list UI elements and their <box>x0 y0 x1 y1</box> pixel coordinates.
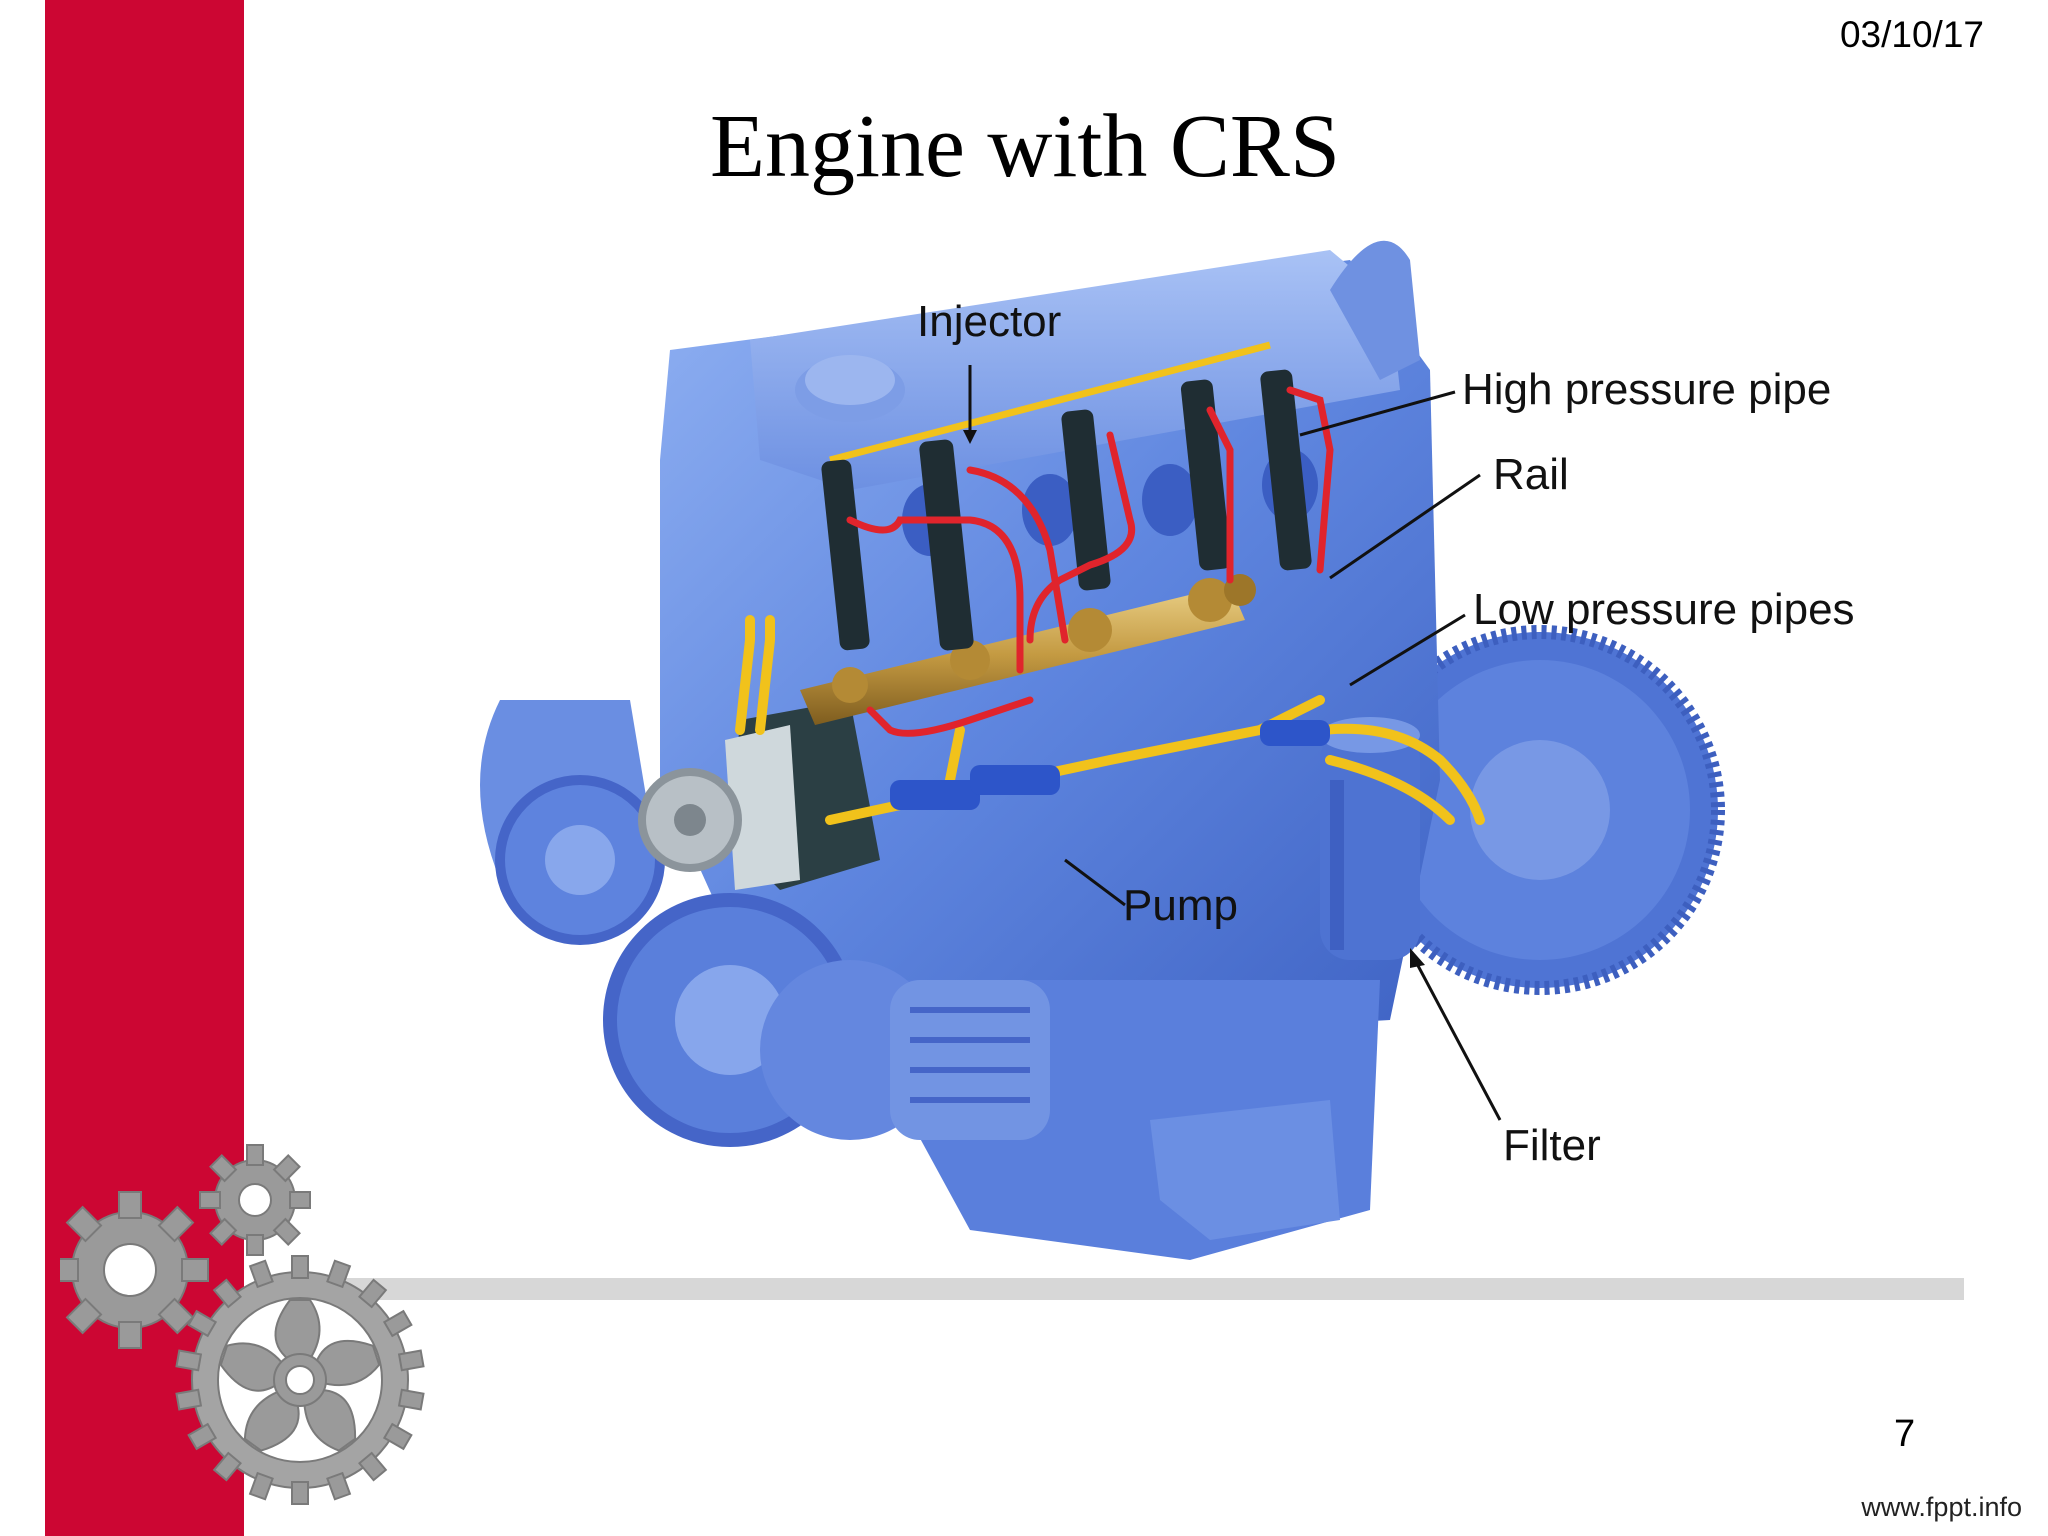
front-pulleys <box>480 700 1050 1147</box>
injectors-graphic <box>821 369 1312 651</box>
injector-return-line <box>829 341 1271 464</box>
horizontal-rule <box>330 1278 1964 1300</box>
label-injector: Injector <box>917 297 1062 346</box>
high-pressure-pump <box>638 700 880 890</box>
label-rail: Rail <box>1493 450 1569 499</box>
label-filter: Filter <box>1503 1121 1601 1170</box>
slide-date: 03/10/17 <box>1839 14 1984 55</box>
flywheel <box>1355 625 1725 995</box>
engine-illustration <box>480 240 1725 1260</box>
site-url: www.fppt.info <box>1861 1492 2022 1522</box>
label-high-pressure-pipe: High pressure pipe <box>1462 365 1832 414</box>
label-pump: Pump <box>1123 881 1238 930</box>
callout-leaders <box>963 365 1502 1121</box>
left-margin <box>0 0 45 1536</box>
page-number: 7 <box>1894 1413 1916 1455</box>
pipe-connectors <box>890 720 1330 810</box>
gears-icon <box>60 1144 425 1505</box>
high-pressure-pipes-graphic <box>846 386 1334 737</box>
slide-title: Engine with CRS <box>709 97 1341 196</box>
label-low-pressure-pipes: Low pressure pipes <box>1473 585 1855 634</box>
fuel-filter <box>1320 717 1420 960</box>
